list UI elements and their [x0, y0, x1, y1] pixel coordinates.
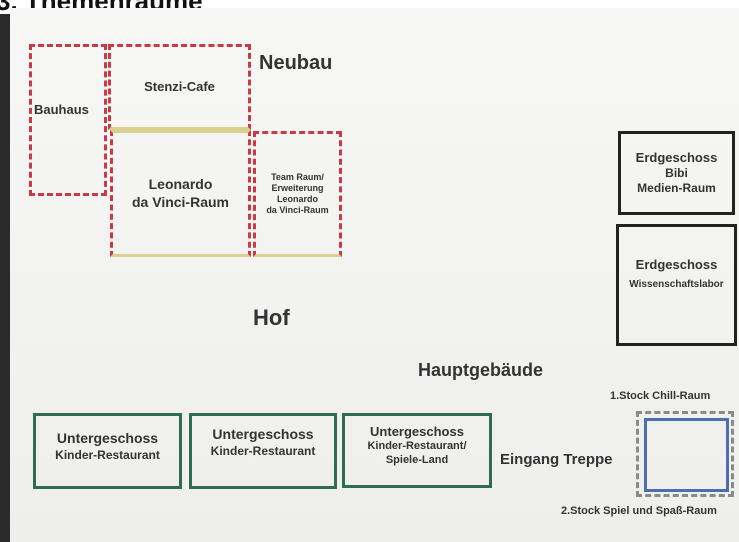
ug3-line1: Untergeschoss	[370, 424, 464, 439]
room-leonardo-line2: da Vinci-Raum	[132, 193, 229, 210]
erdgeschoss-labor-line2: Wissenschaftslabor	[629, 279, 724, 291]
label-eingang-treppe: Eingang Treppe	[500, 451, 613, 468]
room-team-line4: da Vinci-Raum	[266, 205, 329, 216]
ug2-line2: Kinder-Restaurant	[210, 443, 316, 458]
label-2-stock: 2.Stock Spiel und Spaß-Raum	[561, 505, 717, 517]
room-team-line2: Erweiterung	[271, 182, 324, 193]
label-hof: Hof	[253, 305, 290, 330]
room-untergeschoss-2: Untergeschoss Kinder-Restaurant	[189, 413, 337, 489]
ug2-line1: Untergeschoss	[212, 426, 314, 442]
stairwell-hatch	[636, 411, 734, 497]
room-bauhaus: Bauhaus	[29, 44, 107, 196]
room-team-raum: Team Raum/ Erweiterung Leonardo da Vinci…	[253, 131, 342, 257]
room-erdgeschoss-labor: Erdgeschoss Wissenschaftslabor	[616, 224, 737, 346]
erdgeschoss-bibi-line3: Medien-Raum	[637, 181, 716, 196]
room-leonardo: Leonardo da Vinci-Raum	[110, 130, 251, 257]
label-1-stock: 1.Stock Chill-Raum	[610, 390, 711, 402]
erdgeschoss-bibi-line2: Bibi	[665, 166, 688, 181]
room-bauhaus-label: Bauhaus	[34, 101, 89, 117]
room-leonardo-line1: Leonardo	[148, 176, 213, 192]
erdgeschoss-labor-line1: Erdgeschoss	[635, 257, 718, 272]
room-stenzi-cafe-label: Stenzi-Cafe	[144, 78, 215, 94]
ug1-line1: Untergeschoss	[56, 430, 159, 446]
erdgeschoss-bibi-line1: Erdgeschoss	[635, 149, 718, 165]
label-hauptgebaeude: Hauptgebäude	[418, 360, 544, 380]
ug3-line3: Spiele-Land	[385, 454, 449, 466]
stairwell-inner	[644, 418, 729, 492]
room-untergeschoss-3: Untergeschoss Kinder-Restaurant/ Spiele-…	[342, 413, 492, 488]
room-team-line1: Team Raum/	[271, 171, 324, 182]
ug3-line2: Kinder-Restaurant/	[367, 440, 467, 453]
label-neubau: Neubau	[259, 52, 333, 74]
room-stenzi-cafe: Stenzi-Cafe	[108, 44, 251, 130]
room-erdgeschoss-bibi: Erdgeschoss Bibi Medien-Raum	[618, 131, 735, 215]
ug1-line2: Kinder-Restaurant	[55, 447, 160, 462]
room-team-line3: Leonardo	[276, 194, 318, 204]
room-untergeschoss-1: Untergeschoss Kinder-Restaurant	[33, 413, 182, 489]
